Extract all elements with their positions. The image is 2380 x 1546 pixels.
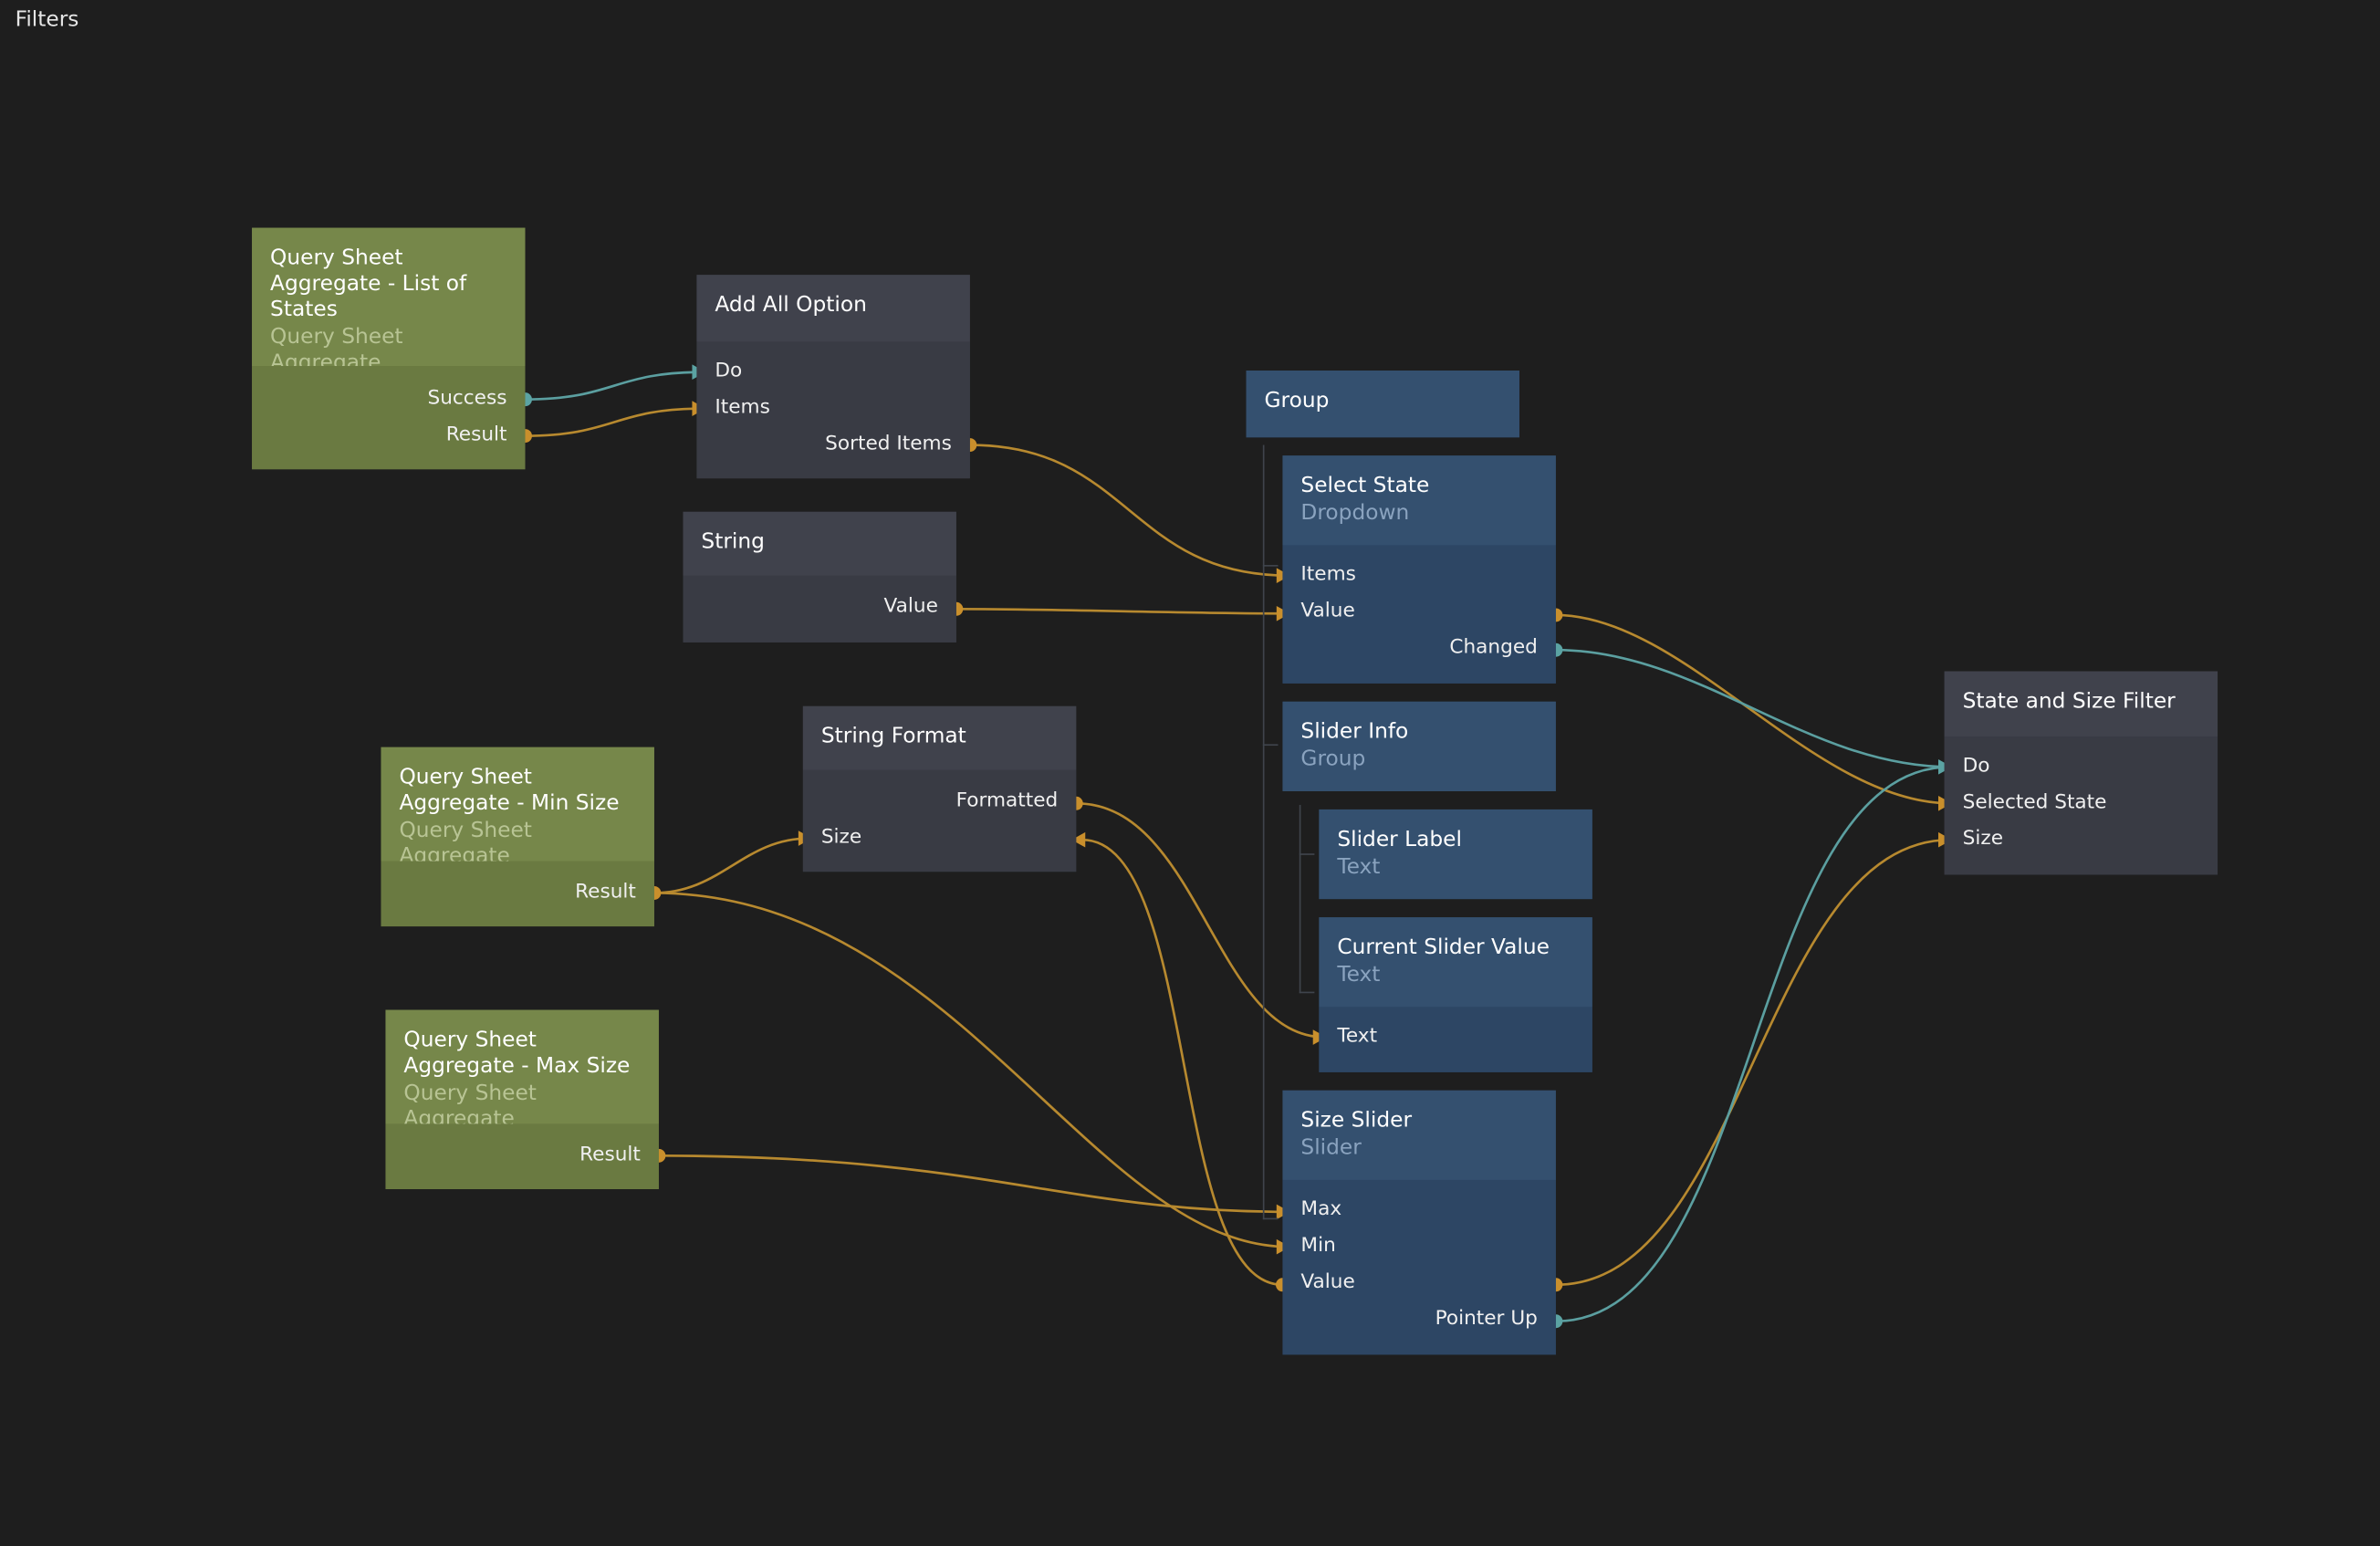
node-size-slider[interactable]: Size Slider Slider Max Min Value Pointer… (1282, 1090, 1556, 1355)
port-label-size: Size (820, 826, 862, 850)
node-subtitle: Text (1337, 854, 1381, 880)
wire-sorted-items-to-items[interactable] (969, 444, 1289, 578)
port-label-size: Size (1962, 827, 2003, 851)
node-state-and-size-filter[interactable]: State and Size Filter Do Selected State … (1944, 671, 2218, 875)
wire-slider-value-to-filter-size[interactable] (1555, 838, 1951, 1287)
node-subtitle: Text (1337, 963, 1381, 987)
port-label-pointer-up: Pointer Up (1435, 1307, 1538, 1331)
port-size-left-arrow[interactable] (1071, 831, 1086, 848)
slider-info-tree-branch (1299, 853, 1315, 855)
port-label-formatted: Formatted (955, 789, 1059, 813)
port-label-sorted-items: Sorted Items (825, 433, 952, 456)
node-subtitle: Group (1300, 747, 1366, 772)
port-label-success: Success (427, 387, 507, 411)
wire-min-result-to-size[interactable] (653, 837, 809, 894)
port-label-min: Min (1300, 1234, 1336, 1258)
node-title: Query Sheet Aggregate - Max Size (403, 1028, 631, 1079)
node-subtitle: Slider (1300, 1135, 1362, 1161)
node-current-slider-value[interactable]: Current Slider Value Text Text (1319, 917, 1592, 1072)
wire-pointer-up-to-do[interactable] (1555, 766, 1951, 1323)
node-query-sheet-aggregate-states[interactable]: Query Sheet Aggregate - List of States Q… (252, 227, 526, 470)
node-select-state[interactable]: Select State Dropdown Items Value Change… (1282, 455, 1556, 684)
port-label-items: Items (1300, 563, 1356, 587)
node-title: Query Sheet Aggregate - List of States (270, 245, 467, 322)
port-label-items: Items (715, 396, 770, 420)
wire-success-to-do[interactable] (525, 371, 704, 401)
node-title: Add All Option (715, 293, 867, 318)
node-add-all-option[interactable]: Add All Option Do Items Sorted Items (696, 275, 970, 479)
node-title: Slider Label (1337, 827, 1462, 852)
group-tree-branch (1262, 1217, 1279, 1220)
node-title: Group (1264, 388, 1330, 413)
node-slider-label[interactable]: Slider Label Text (1319, 809, 1592, 900)
port-label-selected-state: Selected State (1962, 790, 2107, 814)
slider-info-tree-line (1299, 804, 1301, 994)
node-subtitle: Dropdown (1300, 501, 1410, 526)
node-string[interactable]: String Value (683, 511, 956, 642)
wire-result-to-items[interactable] (525, 407, 704, 437)
node-string-format[interactable]: String Format Formatted Size (802, 705, 1077, 872)
node-group[interactable]: Group (1246, 371, 1519, 438)
wire-slider-value-to-size[interactable] (1081, 838, 1283, 1287)
node-title: Slider Info (1300, 719, 1409, 745)
port-label-do: Do (715, 360, 743, 383)
group-tree-branch (1262, 565, 1279, 567)
node-title: Select State (1300, 474, 1430, 498)
group-tree-line (1262, 444, 1265, 1220)
node-title: Query Sheet Aggregate - Min Size (399, 765, 620, 816)
port-label-result: Result (575, 881, 636, 904)
port-label-result: Result (445, 423, 507, 447)
port-label-value: Value (883, 595, 938, 619)
node-title: State and Size Filter (1962, 689, 2176, 715)
slider-info-tree-branch (1299, 991, 1315, 994)
wire-min-result-to-min[interactable] (653, 892, 1289, 1248)
node-title: String Format (820, 724, 966, 749)
port-label-text: Text (1337, 1025, 1378, 1049)
port-label-do: Do (1962, 755, 1990, 778)
port-label-result: Result (579, 1144, 641, 1166)
wire-changed-to-do[interactable] (1555, 648, 1951, 768)
node-title: Size Slider (1300, 1108, 1413, 1133)
node-title: String (701, 529, 765, 555)
node-slider-info[interactable]: Slider Info Group (1282, 701, 1556, 791)
node-query-sheet-aggregate-min-size[interactable]: Query Sheet Aggregate - Min Size Query S… (381, 747, 654, 927)
group-tree-branch (1262, 744, 1279, 747)
wire-formatted-to-text[interactable] (1076, 801, 1326, 1039)
wire-value-to-value[interactable] (955, 607, 1289, 615)
wire-dropdown-value-to-selected-state[interactable] (1555, 613, 1951, 805)
wire-max-result-to-max[interactable] (658, 1154, 1289, 1214)
port-label-value: Value (1300, 600, 1355, 623)
port-label-value: Value (1300, 1270, 1355, 1294)
node-title: Current Slider Value (1337, 935, 1550, 960)
port-label-max: Max (1300, 1197, 1342, 1221)
page-title: Filters (15, 7, 79, 32)
node-query-sheet-aggregate-max-size[interactable]: Query Sheet Aggregate - Max Size Query S… (385, 1009, 659, 1189)
port-label-changed: Changed (1449, 636, 1538, 660)
